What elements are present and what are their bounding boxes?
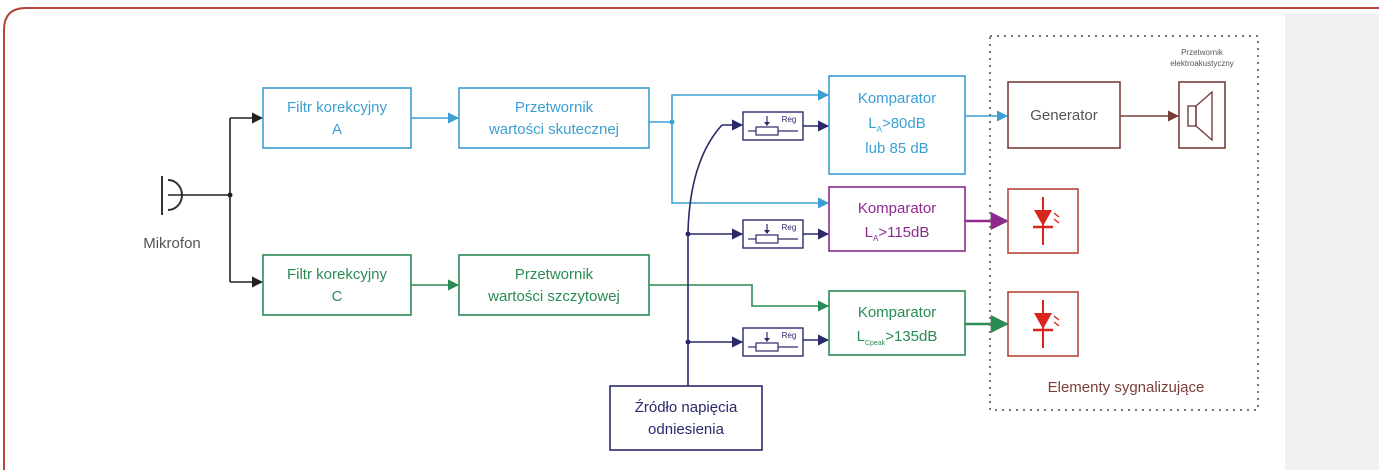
comparator-3-block: Komparator LCpeak>135dB	[828, 290, 966, 356]
peak-converter-line1: Przetwornik	[515, 266, 594, 283]
filter-c-line1: Filtr korekcyjny	[287, 266, 388, 283]
reference-bus-upper	[687, 124, 723, 233]
reference-source-block: Źródło napięcia odniesienia	[609, 385, 763, 451]
microphone-label: Mikrofon	[143, 235, 201, 252]
comparator-1-condition: LA>80dB	[868, 115, 925, 134]
generator-label: Generator	[1030, 107, 1098, 124]
rms-node	[669, 119, 675, 125]
regulator-3-icon: Reg	[742, 327, 804, 357]
comparator-2-condition: LA>115dB	[865, 224, 930, 243]
ref-node-3	[685, 339, 691, 345]
comparator-3-title: Komparator	[858, 304, 936, 321]
comparator-1-line3: lub 85 dB	[865, 140, 928, 157]
comparator-2-block: Komparator LA>115dB	[828, 186, 966, 252]
rms-converter-block: Przetwornik wartości skutecznej	[458, 87, 650, 149]
filter-a-line2: A	[332, 121, 342, 138]
peak-converter-block: Przetwornik wartości szczytowej	[458, 254, 650, 316]
regulator-1-label: Reg	[782, 115, 797, 124]
signaling-group-frame	[989, 35, 1259, 411]
side-panel	[1285, 14, 1379, 470]
peak-converter-line2: wartości szczytowej	[487, 288, 620, 305]
comparator-3-condition: LCpeak>135dB	[857, 328, 938, 347]
filter-c-line2: C	[332, 288, 343, 305]
arrow-rms-to-comparator-1	[671, 89, 830, 122]
rms-converter-line2: wartości skutecznej	[488, 121, 619, 138]
regulator-2-icon: Reg	[742, 219, 804, 249]
filter-a-block: Filtr korekcyjny A	[262, 87, 412, 149]
transducer-line2: elektroakustyczny	[1170, 59, 1234, 68]
comparator-1-title: Komparator	[858, 90, 936, 107]
comparator-2-title: Komparator	[858, 200, 936, 217]
led-2-icon	[1007, 291, 1079, 357]
regulator-3-label: Reg	[782, 331, 797, 340]
reference-line2: odniesienia	[648, 421, 725, 438]
led-1-icon	[1007, 188, 1079, 254]
frame-border	[3, 7, 1379, 470]
regulator-1-icon: Reg	[742, 111, 804, 141]
ref-node-2	[685, 231, 691, 237]
comparator-1-block: Komparator LA>80dB lub 85 dB	[828, 75, 966, 175]
speaker-icon	[1178, 81, 1226, 149]
filter-c-block: Filtr korekcyjny C	[262, 254, 412, 316]
reference-line1: Źródło napięcia	[635, 399, 738, 416]
arrow-rms-to-comparator-2	[671, 122, 830, 209]
signaling-label: Elementy sygnalizujące	[1048, 379, 1205, 396]
generator-block: Generator	[1007, 81, 1121, 149]
arrow-peak-to-comparator-3	[649, 284, 830, 312]
regulator-2-label: Reg	[782, 223, 797, 232]
microphone-icon	[161, 176, 230, 215]
transducer-line1: Przetwornik	[1181, 48, 1224, 57]
rms-converter-line1: Przetwornik	[515, 99, 594, 116]
filter-a-line1: Filtr korekcyjny	[287, 99, 388, 116]
